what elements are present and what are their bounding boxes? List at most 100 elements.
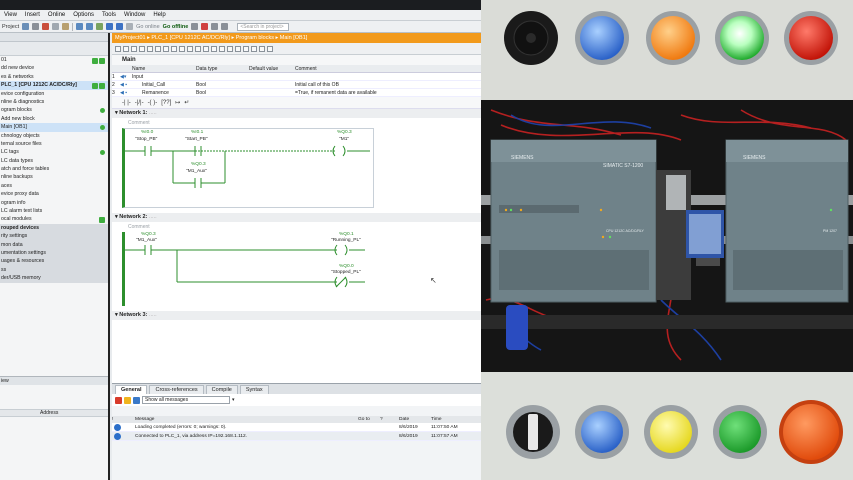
editor-tool-icon[interactable] [243, 45, 249, 52]
editor-tool-icon[interactable] [195, 45, 201, 52]
editor-tool-icon[interactable] [179, 45, 185, 52]
editor-tool-icon[interactable] [227, 45, 233, 52]
interface-row[interactable]: 3◀ ▪ Remanence Bool =True, if remanent d… [112, 89, 481, 97]
tree-item[interactable]: LC data types [1, 157, 34, 164]
go-offline-button[interactable]: Go offline [162, 23, 189, 30]
tree-item[interactable]: mon data [0, 240, 108, 249]
tree-item[interactable]: nline backups [1, 174, 33, 181]
window-layout-icon[interactable] [221, 23, 229, 30]
tree-item[interactable]: der/USB memory [0, 274, 108, 283]
editor-tool-icon[interactable] [123, 45, 129, 52]
network-2-header[interactable]: ▾ Network 2: ..... [112, 213, 481, 222]
tree-item[interactable]: ogram info [1, 199, 26, 206]
tree-item[interactable]: 01 [0, 56, 108, 64]
menu-insert[interactable]: Insert [24, 12, 40, 18]
info-filter-icon[interactable] [133, 396, 140, 404]
tree-item[interactable]: ogram blocks [0, 106, 108, 114]
chevron-down-icon[interactable]: ▾ [232, 397, 235, 403]
tree-item[interactable]: LC alarm text lists [1, 208, 43, 215]
editor-tool-icon[interactable] [219, 45, 225, 52]
ladder-tag[interactable]: "Start_PB" [185, 137, 208, 142]
close-branch-icon[interactable]: ↵ [184, 100, 190, 106]
tab-general[interactable]: General [115, 385, 148, 394]
save-project-button[interactable]: Project [2, 23, 20, 30]
message-row[interactable]: Loading completed (errors: 0; warnings: … [112, 423, 481, 432]
network-2-rung[interactable]: %Q0.3 "M1_Aux" %Q0.1 "Running_PL" %Q0.0 … [122, 232, 437, 306]
tree-item[interactable]: Add new block [1, 115, 35, 122]
editor-tool-icon[interactable] [259, 45, 265, 52]
save-icon[interactable] [22, 23, 30, 30]
editor-tool-icon[interactable] [171, 45, 177, 52]
interface-row[interactable]: 1◀▾ Input [112, 73, 481, 81]
menu-online[interactable]: Online [47, 12, 66, 18]
tree-item[interactable]: evice proxy data [1, 191, 39, 198]
tree-item-main[interactable]: Main [OB1] [0, 123, 108, 132]
print-icon[interactable] [32, 23, 40, 30]
editor-tool-icon[interactable] [163, 45, 169, 52]
tab-compile[interactable]: Compile [205, 385, 238, 394]
editor-tool-icon[interactable] [147, 45, 153, 52]
tree-item[interactable]: nline & diagnostics [1, 98, 45, 105]
editor-tool-icon[interactable] [211, 45, 217, 52]
tree-item[interactable]: ss [0, 265, 108, 275]
details-address-column[interactable]: Address [40, 410, 59, 416]
menu-window[interactable]: Window [123, 12, 146, 18]
editor-tool-icon[interactable] [139, 45, 145, 52]
tab-syntax[interactable]: Syntax [239, 385, 269, 394]
network-3-header[interactable]: ▾ Network 3: ..... [112, 311, 481, 320]
open-branch-icon[interactable]: ↦ [175, 100, 181, 106]
ladder-tag[interactable]: "Running_PL" [331, 238, 361, 243]
network-2-comment[interactable]: Comment [128, 224, 150, 230]
go-online-button[interactable]: Go online [136, 23, 160, 30]
ladder-tag[interactable]: "Stopped_PL" [331, 270, 361, 275]
paste-icon[interactable] [62, 23, 70, 30]
tree-item[interactable]: LC tags [0, 148, 108, 156]
stop-cpu-icon[interactable] [201, 23, 209, 30]
simulation-icon[interactable] [126, 23, 134, 30]
ladder-tag[interactable]: "M1" [339, 137, 350, 142]
tree-item[interactable]: ocal modules [0, 215, 108, 223]
warning-filter-icon[interactable] [124, 396, 131, 404]
ladder-tag[interactable]: "Stop_PB" [135, 137, 158, 142]
tree-item[interactable]: umentation settings [0, 248, 108, 258]
details-view-header[interactable]: iew [0, 376, 108, 385]
upload-icon[interactable] [116, 23, 124, 30]
coil-icon[interactable]: -( )- [147, 99, 158, 106]
menu-help[interactable]: Help [153, 12, 166, 18]
compile-icon[interactable] [96, 23, 104, 30]
tree-item[interactable]: rouped devices [0, 223, 108, 233]
accessible-devices-icon[interactable] [191, 23, 199, 30]
error-filter-icon[interactable] [115, 396, 122, 404]
no-contact-icon[interactable]: -| |- [122, 99, 131, 106]
interface-row[interactable]: 2◀ ▪ Initial_Call Bool Initial call of t… [112, 81, 481, 89]
box-icon[interactable]: [??] [161, 99, 172, 106]
nc-contact-icon[interactable]: -|/|- [134, 99, 144, 106]
tree-item[interactable]: ternal source files [1, 140, 42, 147]
tree-item-plc[interactable]: PLC_1 [CPU 1212C AC/DC/Rly] [0, 81, 108, 90]
editor-tool-icon[interactable] [251, 45, 257, 52]
editor-tool-icon[interactable] [187, 45, 193, 52]
undo-icon[interactable] [76, 23, 84, 30]
menu-view[interactable]: View [4, 12, 17, 18]
menu-options[interactable]: Options [73, 12, 94, 18]
editor-tool-icon[interactable] [203, 45, 209, 52]
search-project-input[interactable]: <Search in project> [237, 22, 290, 31]
message-filter-select[interactable]: Show all messages [142, 396, 230, 404]
tree-item[interactable]: aces [1, 182, 12, 189]
tree-item[interactable]: evice configuration [1, 90, 45, 97]
editor-tool-icon[interactable] [131, 45, 137, 52]
network-1-comment[interactable]: Comment [128, 120, 150, 126]
copy-icon[interactable] [52, 23, 60, 30]
ladder-tag[interactable]: "M1_Aux" [136, 238, 158, 243]
editor-tool-icon[interactable] [267, 45, 273, 52]
menu-tools[interactable]: Tools [101, 12, 116, 18]
network-1-header[interactable]: ▾ Network 1: ..... [112, 109, 481, 118]
tree-item[interactable]: atch and force tables [1, 166, 50, 173]
download-icon[interactable] [106, 23, 114, 30]
tree-item[interactable]: es & networks [1, 73, 34, 80]
editor-tool-icon[interactable] [155, 45, 161, 52]
cut-icon[interactable] [42, 23, 50, 30]
tree-item[interactable]: uages & resources [0, 257, 108, 266]
split-editor-icon[interactable] [211, 23, 219, 30]
message-row[interactable]: Connected to PLC_1, via address IP=192.1… [112, 432, 481, 441]
